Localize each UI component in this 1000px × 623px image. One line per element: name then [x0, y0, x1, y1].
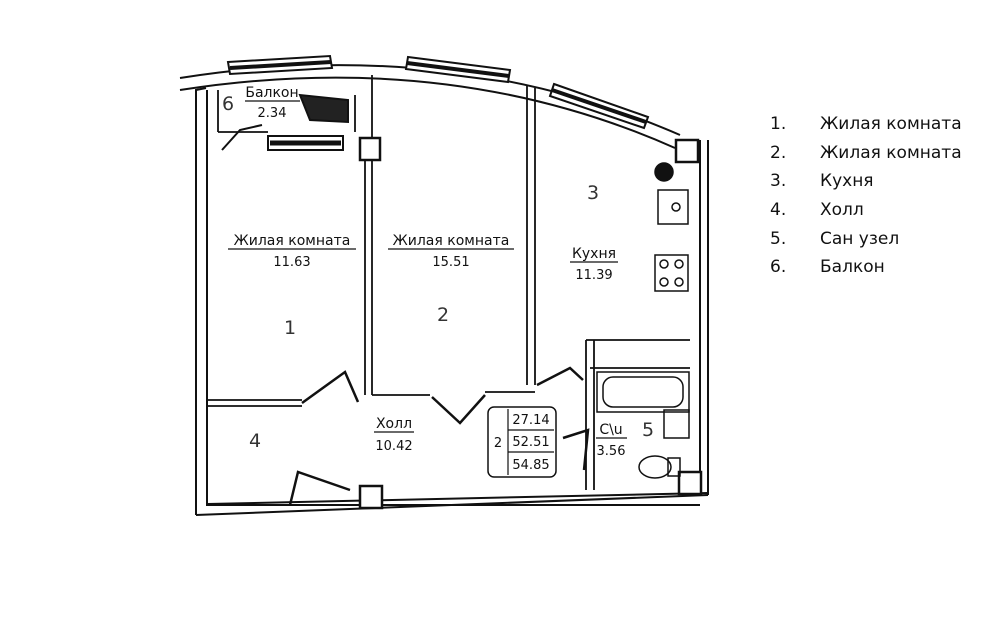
structural-columns [358, 136, 703, 510]
legend-item-number: 1. [770, 114, 787, 135]
legend-item: 4. Холл [770, 196, 990, 225]
legend-item-label: Жилая комната [820, 114, 962, 135]
room-2-name: Жилая комната [393, 233, 510, 249]
room-3-name: Кухня [572, 246, 616, 262]
room-4-number: 4 [249, 430, 261, 452]
room-2-number: 2 [437, 304, 449, 326]
balcony-window [221, 93, 349, 151]
legend: 1. Жилая комната 2. Жилая комната 3. Кух… [770, 110, 990, 282]
room-5-name: С\u [599, 422, 622, 438]
legend-item-number: 5. [770, 228, 787, 249]
legend-item: 5. Сан узел [770, 224, 990, 253]
legend-item: 3. Кухня [770, 167, 990, 196]
room-1-area: 11.63 [273, 255, 310, 270]
legend-item-number: 4. [770, 200, 787, 221]
legend-item-number: 2. [770, 142, 787, 163]
room-6-number: 6 [222, 93, 234, 115]
room-2-area: 15.51 [432, 255, 469, 270]
room-4-name: Холл [376, 416, 412, 432]
room-4-area: 10.42 [375, 439, 412, 454]
legend-item-label: Жилая комната [820, 142, 962, 163]
kitchen-fixtures [654, 162, 689, 292]
legend-item: 2. Жилая комната [770, 139, 990, 168]
legend-item-label: Кухня [820, 171, 874, 192]
summary-rooms-count: 2 [494, 436, 502, 451]
room-1-name: Жилая комната [234, 233, 351, 249]
room-5-area: 3.56 [597, 444, 626, 459]
summary-box: 2 27.14 52.51 54.85 [487, 406, 557, 478]
outer-walls [195, 87, 709, 516]
room-3-number: 3 [587, 182, 599, 204]
legend-item-number: 6. [770, 257, 787, 278]
legend-item-number: 3. [770, 171, 787, 192]
interior-walls [206, 75, 690, 490]
room-6-name: Балкон [245, 85, 298, 101]
summary-living-area: 27.14 [512, 413, 549, 428]
summary-total-with-balcony: 54.85 [512, 458, 549, 473]
facade-wall [179, 54, 681, 149]
room-1-number: 1 [284, 317, 296, 339]
room-3-area: 11.39 [575, 268, 612, 283]
summary-total-area: 52.51 [512, 435, 549, 450]
legend-item-label: Холл [820, 200, 864, 221]
bathroom-fixtures [596, 371, 690, 479]
room-5-number: 5 [642, 419, 654, 441]
legend-item-label: Балкон [820, 257, 885, 278]
room-6-area: 2.34 [258, 106, 287, 121]
legend-item: 1. Жилая комната [770, 110, 990, 139]
legend-item-label: Сан узел [820, 228, 900, 249]
doors [288, 366, 590, 506]
legend-item: 6. Балкон [770, 253, 990, 282]
